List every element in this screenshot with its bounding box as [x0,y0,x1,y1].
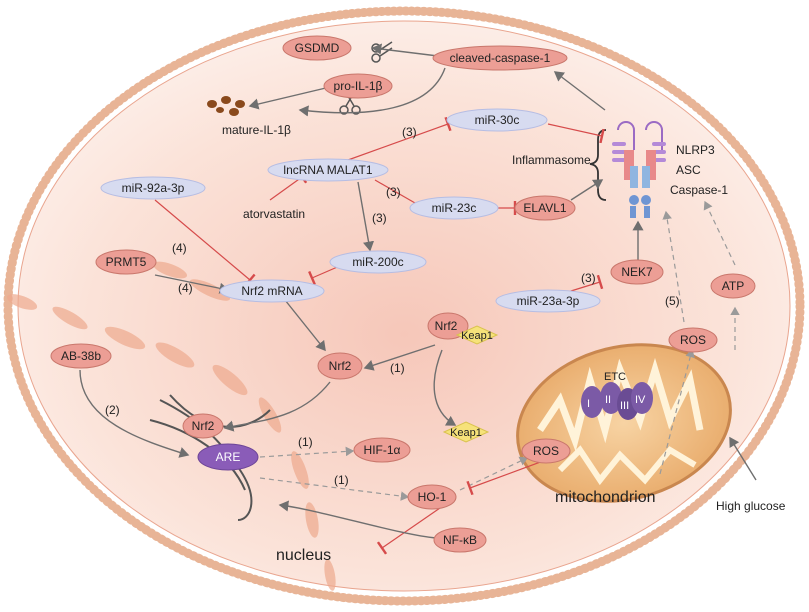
node-nf-kb: NF-κB [433,527,487,553]
svg-text:ELAVL1: ELAVL1 [523,201,566,215]
il1b-particles-icon [207,96,245,116]
node-lncrna-malat1: lncRNA MALAT1 [267,158,389,182]
scissors-icon [339,95,361,115]
svg-text:Nrf2: Nrf2 [329,359,352,373]
svg-text:HIF-1α: HIF-1α [364,443,401,457]
label-etc: ETC [604,371,626,383]
node-ho-1: HO-1 [407,484,457,510]
nucleus-envelope [6,261,336,591]
label-complex-i: I [587,398,590,410]
svg-text:NEK7: NEK7 [621,265,653,279]
step-label: (3) [386,185,401,199]
svg-text:Nrf2 mRNA: Nrf2 mRNA [241,284,302,298]
step-label: (4) [172,241,187,255]
etc-complexes [581,382,653,420]
node-prmt5: PRMT5 [95,249,157,275]
mitochondrion-organelle [516,343,732,503]
svg-text:AB-38b: AB-38b [61,349,101,363]
node-nek7: NEK7 [610,259,664,285]
label-mitochondrion: mitochondrion [555,489,656,506]
label-nucleus: nucleus [276,547,331,564]
step-label: (3) [372,211,387,225]
label-complex-iii: III [620,400,629,412]
svg-text:ROS: ROS [680,333,706,347]
svg-text:HO-1: HO-1 [418,490,447,504]
label-atorvastatin: atorvastatin [243,207,305,221]
svg-text:GSDMD: GSDMD [295,41,340,55]
svg-text:Keap1: Keap1 [450,427,482,439]
label-asc: ASC [676,163,701,177]
cell-membrane [3,6,805,606]
svg-text:ATP: ATP [722,279,744,293]
svg-text:miR-23a-3p: miR-23a-3p [517,294,580,308]
node-ab-38b: AB-38b [50,343,112,369]
node-mir-23c: miR-23c [409,196,499,220]
node-mir-92a-3p: miR-92a-3p [100,176,206,200]
step-label: (3) [402,125,417,139]
label-complex-ii: II [605,394,611,406]
node-mir-23a-3p: miR-23a-3p [495,289,601,313]
svg-text:miR-200c: miR-200c [352,255,403,269]
node-ros-low: ROS [521,438,571,464]
step-label: (2) [105,403,120,417]
node-nrf2-cytoplasm: Nrf2 [317,352,363,380]
svg-text:ARE: ARE [216,450,241,464]
step-label: (4) [178,281,193,295]
label-complex-iv: IV [635,394,646,406]
svg-text:miR-92a-3p: miR-92a-3p [122,181,185,195]
node-are: ARE [197,443,259,471]
node-mir-200c: miR-200c [329,250,427,274]
step-label: (3) [581,271,596,285]
connections [79,43,757,555]
node-gsdmd: GSDMD [282,35,352,61]
svg-text:lncRNA MALAT1: lncRNA MALAT1 [283,163,372,177]
svg-text:Nrf2: Nrf2 [435,319,458,333]
svg-text:PRMT5: PRMT5 [106,255,147,269]
node-mir-30c: miR-30c [446,108,548,132]
label-nlrp3: NLRP3 [676,143,715,157]
node-elavl1: ELAVL1 [514,195,576,221]
node-cleaved-caspase-1: cleaved-caspase-1 [432,45,568,71]
label-mature-il1b: mature-IL-1β [222,123,291,137]
inflammasome-icon [612,121,666,218]
svg-text:NF-κB: NF-κB [443,533,477,547]
svg-text:miR-30c: miR-30c [475,113,520,127]
node-atp: ATP [710,273,756,299]
svg-text:cleaved-caspase-1: cleaved-caspase-1 [450,51,551,65]
step-label: (1) [390,361,405,375]
node-nrf2-mrna: Nrf2 mRNA [219,279,325,303]
svg-text:Keap1: Keap1 [461,330,493,342]
node-nrf2-keap1-complex: Nrf2 Keap1 [427,312,499,345]
node-ros-top: ROS [668,327,718,353]
svg-text:ROS: ROS [533,444,559,458]
label-inflammasome: Inflammasome [512,153,591,167]
step-label: (5) [665,294,680,308]
svg-text:Nrf2: Nrf2 [192,419,215,433]
node-pro-il1b: pro-IL-1β [323,73,393,99]
label-caspase-1: Caspase-1 [670,183,728,197]
step-label: (1) [334,473,349,487]
svg-text:pro-IL-1β: pro-IL-1β [334,79,383,93]
step-label: (1) [298,435,313,449]
node-nrf2-nucleus: Nrf2 [182,413,224,439]
node-keap1-free: Keap1 [442,421,490,443]
svg-text:miR-23c: miR-23c [432,201,477,215]
label-high-glucose: High glucose [716,499,786,513]
node-hif1a: HIF-1α [353,437,411,463]
